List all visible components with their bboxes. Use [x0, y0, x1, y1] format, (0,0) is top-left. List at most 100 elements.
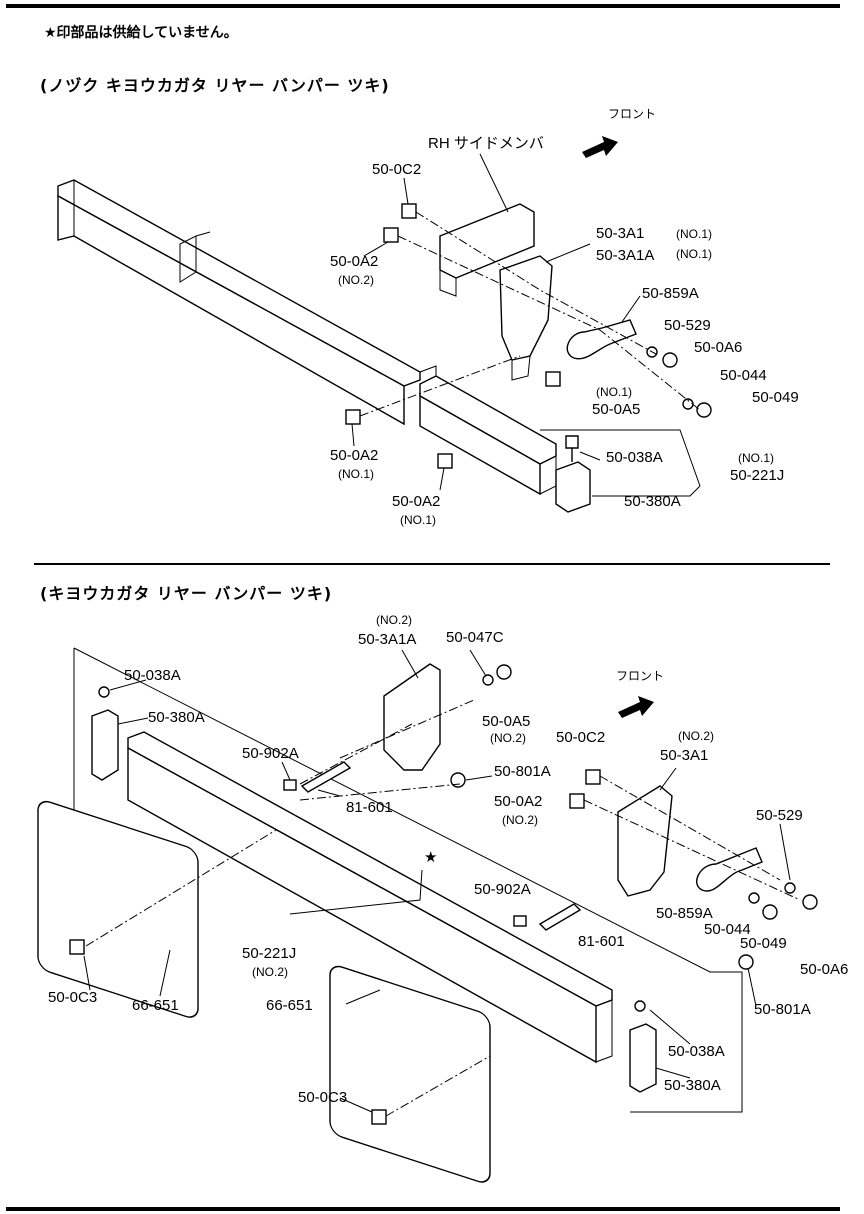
nut-50-049 [696, 402, 712, 418]
section1-drawing [57, 136, 712, 513]
license-plate-left [37, 800, 199, 1018]
section2-drawing [37, 647, 818, 1183]
washer-50-801a-right [738, 954, 754, 970]
washer-50-047c [482, 674, 494, 686]
nut-50-049 [762, 904, 778, 920]
plate-81-601-left [300, 761, 352, 793]
tow-hook-right [696, 847, 763, 892]
clip-50-902a-left [283, 779, 297, 791]
washer-50-529 [784, 882, 796, 894]
bolt-50-0a2-upper [383, 227, 399, 243]
label-50-0a2-no2-note: (NO.2) [338, 273, 374, 287]
section1-labels: RH サイドメンバ フロント 50-0C2 50-0A2 (NO.2) 50-3… [330, 107, 799, 527]
label-50-0c3-left: 50-0C3 [48, 989, 97, 1006]
label-50-0c3-right: 50-0C3 [298, 1089, 347, 1106]
label-50-380a-left: 50-380A [148, 709, 205, 726]
label-front: フロント [608, 107, 656, 121]
bolt-50-0a2 [569, 793, 585, 809]
label-50-529: 50-529 [756, 807, 803, 824]
label-50-3a1a-note: (NO.2) [376, 613, 412, 627]
label-50-0a2-no1: 50-0A2 [330, 447, 378, 464]
label-50-529: 50-529 [664, 317, 711, 334]
section2-title: (キヨウカガタ リヤー バンパー ツキ) [40, 584, 333, 603]
label-50-221j-note: (NO.1) [738, 451, 774, 465]
label-front-2: フロント [616, 669, 664, 683]
pin-50-038a [565, 435, 579, 462]
plate-81-601-right [538, 903, 582, 931]
star-mark: ★ [424, 849, 437, 866]
section-divider [34, 563, 830, 565]
rail-bracket [179, 231, 211, 283]
hook-bracket [499, 255, 553, 361]
end-block-right [629, 1023, 657, 1093]
label-50-0a5-note: (NO.1) [596, 385, 632, 399]
bolt-50-0c3-left [69, 939, 85, 955]
label-50-0a5-note: (NO.2) [490, 731, 526, 745]
washer-50-044 [748, 892, 760, 904]
label-50-859a: 50-859A [656, 905, 713, 922]
label-50-0a5: 50-0A5 [592, 401, 640, 418]
pin-left [98, 686, 110, 698]
label-50-0a2: 50-0A2 [494, 793, 542, 810]
label-50-3a1: 50-3A1 [596, 225, 644, 242]
label-50-044: 50-044 [720, 367, 767, 384]
label-50-047c: 50-047C [446, 629, 504, 646]
front-arrow-icon-2 [618, 696, 654, 718]
bolt-50-0a2-bottom [437, 453, 453, 469]
label-50-902a-left: 50-902A [242, 745, 299, 762]
clip-50-902a-right [513, 915, 527, 927]
label-50-3a1a-note: (NO.1) [676, 247, 712, 261]
label-50-902a-right: 50-902A [474, 881, 531, 898]
bracket-no2-left [383, 663, 441, 771]
block-50-380a [555, 461, 591, 513]
side-rail-face [57, 194, 405, 426]
label-66-651-left: 66-651 [132, 997, 179, 1014]
label-50-049: 50-049 [752, 389, 799, 406]
label-50-801a-left: 50-801A [494, 763, 551, 780]
label-50-038a: 50-038A [606, 449, 663, 466]
label-50-0c2: 50-0C2 [556, 729, 605, 746]
label-50-0a6: 50-0A6 [800, 961, 848, 978]
label-50-0a6: 50-0A6 [694, 339, 742, 356]
bolt-50-0c2 [401, 203, 417, 219]
label-50-3a1-note: (NO.2) [678, 729, 714, 743]
label-rh-side-member: RH サイドメンバ [428, 135, 544, 152]
bolt-50-0a2-lower [345, 409, 361, 425]
label-81-601-left: 81-601 [346, 799, 393, 816]
section2-labels: (NO.2) 50-3A1A 50-047C フロント 50-038A 50-3… [48, 613, 848, 1106]
label-50-038a-right: 50-038A [668, 1043, 725, 1060]
label-50-801a-right: 50-801A [754, 1001, 811, 1018]
label-50-0a5: 50-0A5 [482, 713, 530, 730]
supply-note: ★印部品は供給していません。 [44, 25, 238, 41]
label-50-0a2-no2: 50-0A2 [330, 253, 378, 270]
label-50-3a1: 50-3A1 [660, 747, 708, 764]
label-50-0a2-bottom-note: (NO.1) [400, 513, 436, 527]
bolt-50-0c2 [585, 769, 601, 785]
label-50-3a1a: 50-3A1A [596, 247, 654, 264]
nut-50-0a6 [662, 352, 678, 368]
label-81-601-right: 81-601 [578, 933, 625, 950]
label-50-3a1-note: (NO.1) [676, 227, 712, 241]
label-50-0a2-note: (NO.2) [502, 813, 538, 827]
label-50-049: 50-049 [740, 935, 787, 952]
label-50-0a2-bottom: 50-0A2 [392, 493, 440, 510]
label-50-221j: 50-221J [730, 467, 784, 484]
license-plate-right [329, 965, 491, 1183]
bolt-50-0c3-right [371, 1109, 387, 1125]
label-66-651-right: 66-651 [266, 997, 313, 1014]
tow-hook [566, 319, 637, 360]
nut-50-0a5 [545, 371, 561, 387]
front-arrow-icon [582, 136, 618, 158]
label-50-221j-note: (NO.2) [252, 965, 288, 979]
label-50-0a2-no1-note: (NO.1) [338, 467, 374, 481]
nut-50-0a6 [802, 894, 818, 910]
end-block-left [91, 709, 119, 781]
label-50-038a-left: 50-038A [124, 667, 181, 684]
top-rule [6, 4, 840, 8]
bottom-rule [6, 1207, 840, 1211]
label-50-221j: 50-221J [242, 945, 296, 962]
nut-50-0a5 [496, 664, 512, 680]
label-50-044: 50-044 [704, 921, 751, 938]
label-50-380a-right: 50-380A [664, 1077, 721, 1094]
